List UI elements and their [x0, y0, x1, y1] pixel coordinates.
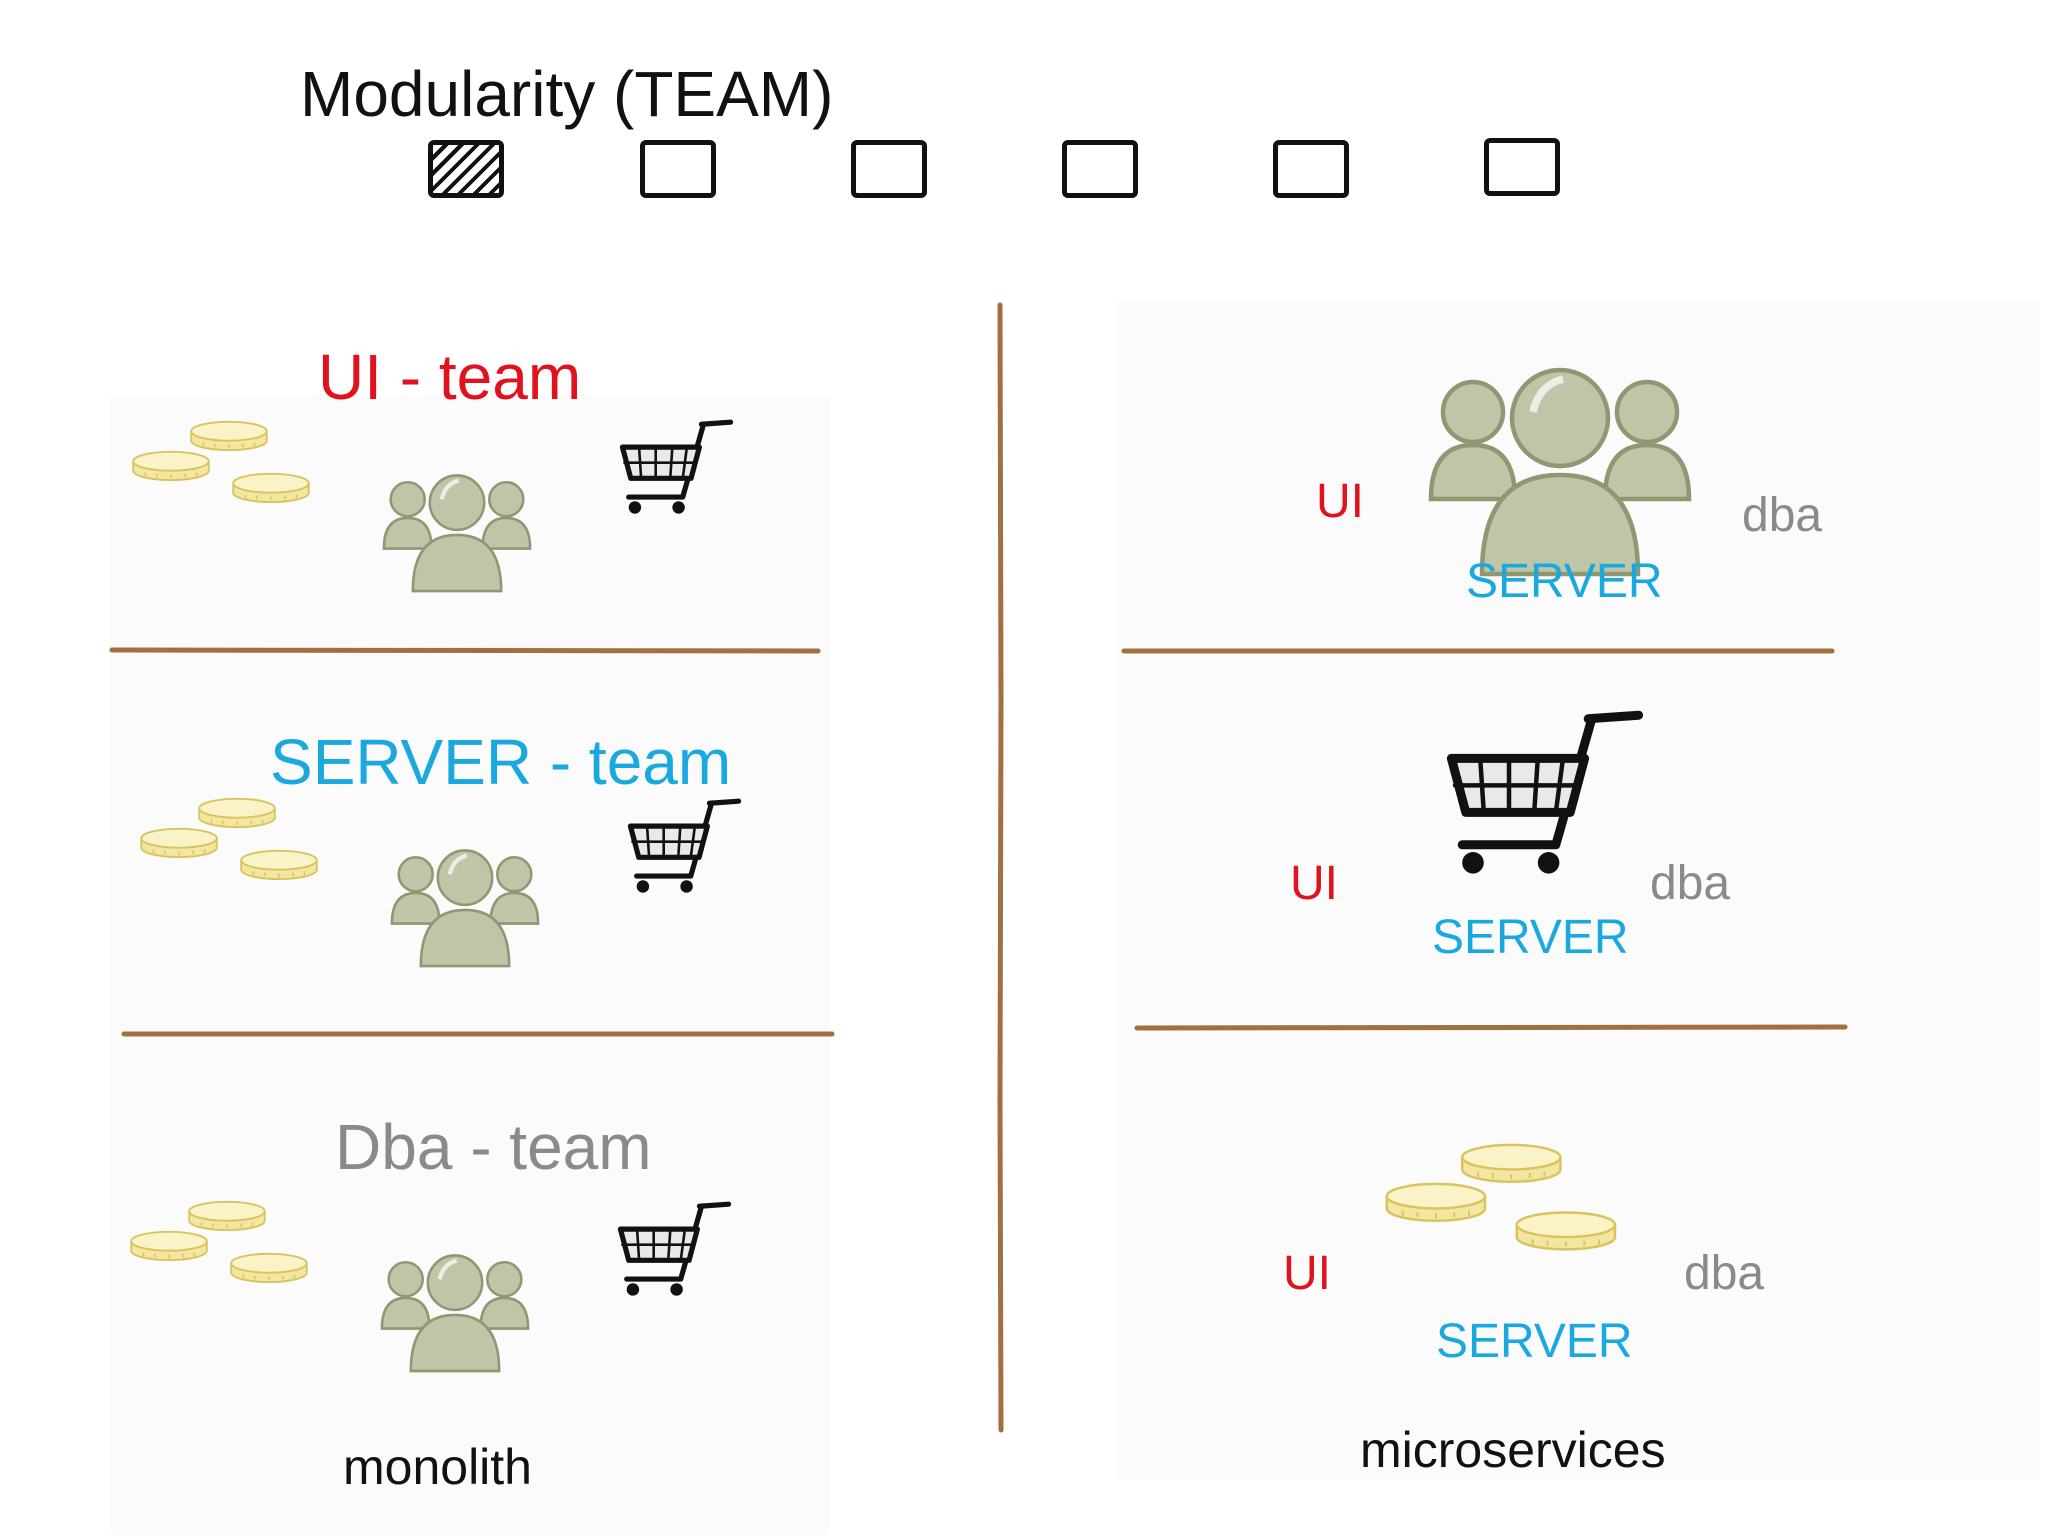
scale-box-5 [1273, 140, 1349, 198]
diagram-title: Modularity (TEAM) [300, 58, 834, 130]
cart-icon [612, 1200, 737, 1304]
cart-icon [1435, 708, 1655, 888]
microservices-caption: microservices [1360, 1422, 1666, 1478]
server-label: SERVER [1436, 1315, 1633, 1368]
dba-label: dba [1684, 1247, 1765, 1300]
team-icon [372, 465, 542, 593]
team-icon [380, 840, 550, 968]
scale-box-4 [1062, 140, 1138, 198]
dba-label: dba [1742, 489, 1823, 542]
monolith-divider-1 [109, 647, 821, 654]
microservices-divider-2 [1134, 1024, 1848, 1031]
scale-box-3 [851, 140, 927, 198]
ui-label: UI [1290, 857, 1338, 910]
coins-icon [1380, 1140, 1640, 1270]
scale-box-2 [640, 140, 716, 198]
scale-box-1 [428, 140, 504, 198]
cart-icon [622, 797, 747, 901]
dba-team-label: Dba - team [335, 1111, 652, 1183]
cart-icon [614, 418, 739, 522]
team-icon [370, 1245, 540, 1373]
coins-icon [136, 795, 336, 895]
ui-team-label: UI - team [318, 341, 582, 413]
scale-box-6 [1484, 138, 1560, 196]
ui-label: UI [1316, 475, 1364, 528]
monolith-caption: monolith [343, 1439, 532, 1495]
center-divider [997, 302, 1004, 1433]
dba-label: dba [1650, 857, 1731, 910]
coins-icon [128, 418, 328, 518]
server-label: SERVER [1466, 555, 1663, 608]
team-icon [1410, 352, 1710, 577]
server-team-label: SERVER - team [270, 726, 732, 798]
server-label: SERVER [1432, 911, 1629, 964]
ui-label: UI [1283, 1247, 1331, 1300]
coins-icon [126, 1198, 326, 1298]
